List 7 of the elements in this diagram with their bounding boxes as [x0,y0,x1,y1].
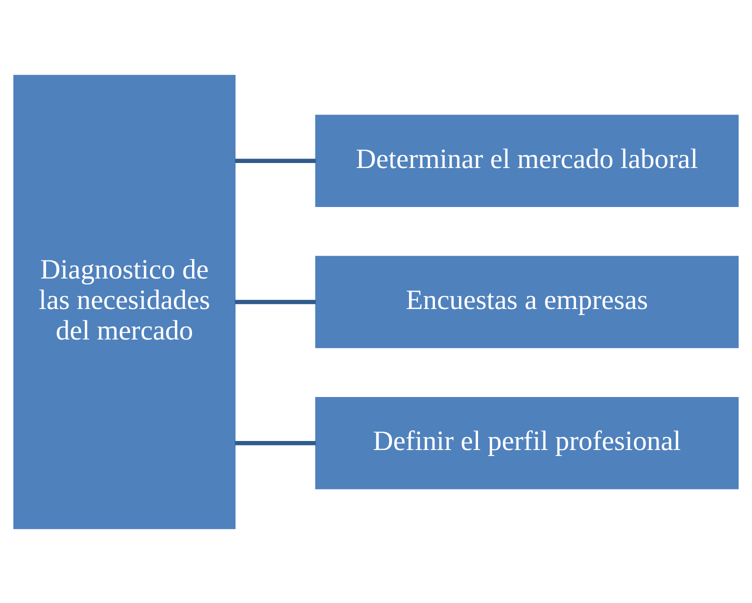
connector [234,440,316,445]
node-box: Definir el perfil profesional [315,396,739,489]
connector [234,299,316,304]
node-box: Encuestas a empresas [315,255,739,348]
node-box: Determinar el mercado laboral [315,114,739,206]
connector [234,158,316,162]
node-box: Diagnostico de las necesidades del mercado [13,74,236,529]
